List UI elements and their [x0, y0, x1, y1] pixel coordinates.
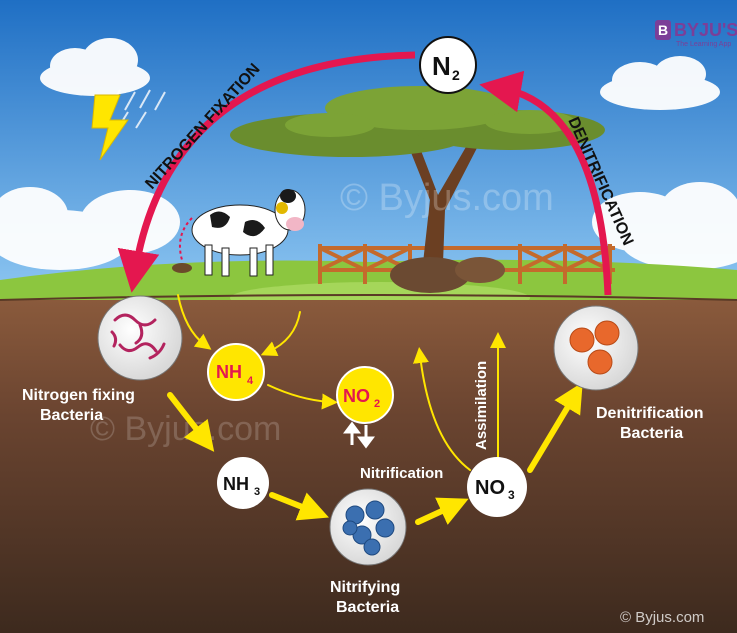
dung — [172, 263, 192, 273]
watermark-center: © Byjus.com — [340, 177, 554, 219]
rod-bacteria-icon — [110, 313, 166, 360]
nitrifying-bacteria: Nitrifying Bacteria — [329, 488, 407, 616]
nitrifying-label-line1: Nitrifying — [330, 579, 400, 596]
nitrogen-fixing-label-line2: Bacteria — [40, 407, 103, 424]
nitrogen-fixing-bacteria: Nitrogen fixing Bacteria — [22, 295, 183, 424]
n2-node: N 2 — [419, 36, 477, 94]
denitrification-label-line2: Bacteria — [620, 425, 683, 442]
cloud-left — [40, 38, 150, 96]
no2-subscript: 2 — [374, 398, 380, 410]
denitrification-arrow — [479, 70, 612, 296]
nh3-subscript: 3 — [254, 486, 260, 498]
nh3-symbol: NH — [223, 474, 249, 494]
cocci-orange-bacteria-icon — [569, 320, 620, 375]
n2-symbol: N — [432, 51, 451, 81]
clouds — [0, 38, 737, 270]
nh4-symbol: NH — [216, 362, 242, 382]
brand-name: BYJU'S — [674, 20, 737, 40]
no3-node: NO 3 — [467, 457, 527, 517]
byjus-logo: B BYJU'S The Learning App — [655, 20, 737, 48]
cloud-right — [600, 56, 720, 110]
footer-copyright: © Byjus.com — [620, 609, 704, 626]
tree-icon — [230, 86, 605, 293]
nitrogen-fixing-label-line1: Nitrogen fixing — [22, 387, 135, 404]
nh4-subscript: 4 — [247, 375, 254, 387]
svg-text:B: B — [658, 22, 668, 38]
no3-subscript: 3 — [508, 488, 515, 502]
brand-tagline: The Learning App — [676, 41, 731, 48]
no2-node: NO 2 — [336, 366, 394, 424]
nh4-node: NH 4 — [207, 343, 265, 401]
denitrification-bacteria: Denitrification Bacteria — [553, 305, 704, 442]
denitrification-label-line1: Denitrification — [596, 405, 704, 422]
cocci-blue-bacteria-icon — [342, 500, 395, 556]
cloud-bottom-right — [592, 182, 737, 270]
nitrifying-label-line2: Bacteria — [336, 599, 399, 616]
lightning-icon — [91, 94, 129, 161]
no2-symbol: NO — [343, 386, 370, 406]
assimilation-label: Assimilation — [473, 361, 490, 450]
flow-arrows — [167, 294, 583, 525]
nitrogen-fixation-arrow — [117, 51, 416, 293]
equilibrium-arrows-icon — [343, 421, 375, 449]
nh3-node: NH 3 — [217, 457, 269, 509]
n2-subscript: 2 — [452, 67, 460, 83]
no3-symbol: NO — [475, 477, 505, 499]
nitrification-label: Nitrification — [360, 465, 443, 482]
rain — [109, 89, 166, 129]
cow-icon — [191, 189, 306, 277]
